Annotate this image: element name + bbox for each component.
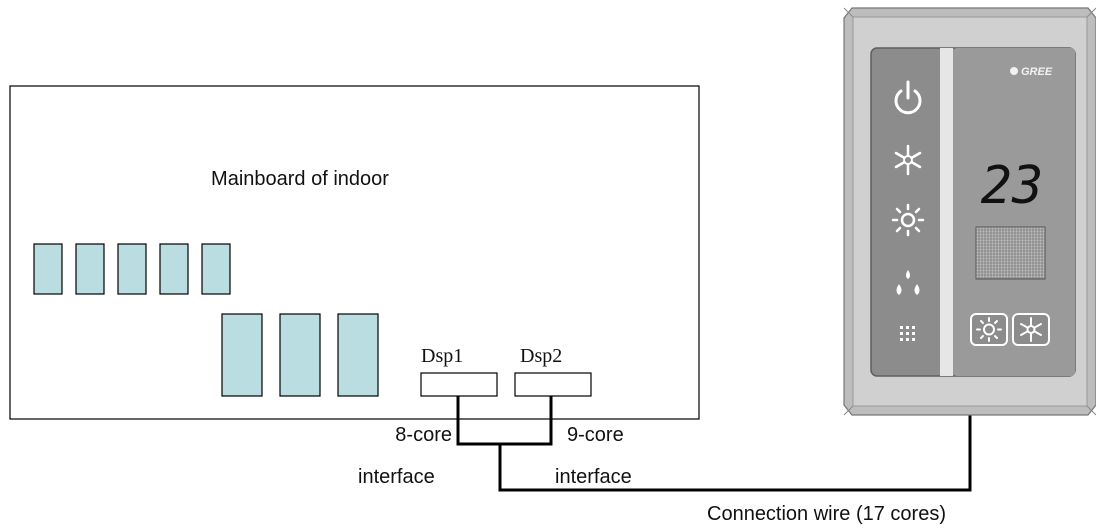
power-icon[interactable] — [894, 80, 922, 115]
component-block — [75, 243, 105, 295]
sun-heat-icon[interactable] — [891, 203, 925, 237]
component-block-tall — [337, 313, 379, 397]
component-block — [159, 243, 189, 295]
component-blocks-row2 — [221, 313, 379, 397]
heat-button[interactable] — [970, 313, 1008, 346]
label-interface-left: interface — [358, 466, 435, 488]
sensor-grid — [975, 226, 1046, 280]
label-9-core: 9-core — [567, 424, 624, 446]
cool-button[interactable] — [1012, 313, 1050, 346]
connection-wire — [498, 415, 972, 492]
component-block-tall — [221, 313, 263, 397]
sensor-grid-lines — [976, 227, 1045, 279]
component-block — [201, 243, 231, 295]
connection-wires — [456, 396, 972, 492]
panel-divider — [940, 48, 953, 376]
connector-label-dsp1: Dsp1 — [421, 345, 463, 367]
label-8-core: 8-core — [395, 424, 452, 446]
connector-dsp2 — [514, 372, 592, 397]
connector-label-dsp2: Dsp2 — [520, 345, 562, 367]
component-block-tall — [279, 313, 321, 397]
snowflake-cool-icon[interactable] — [894, 144, 922, 176]
wire-caption: Connection wire (17 cores) — [707, 503, 946, 525]
keypad-dots-icon[interactable] — [900, 326, 915, 341]
connector-dsp1 — [420, 372, 498, 397]
mainboard: Mainboard of indoor Dsp1 Dsp2 — [9, 85, 700, 420]
mainboard-title: Mainboard of indoor — [211, 168, 389, 190]
water-drops-dry-icon[interactable] — [896, 270, 920, 295]
brand-logo: GREE — [1010, 66, 1053, 78]
wall-controller: GREE — [843, 7, 1096, 416]
component-block — [33, 243, 63, 295]
panel-display-area — [953, 48, 1075, 376]
brand-name: GREE — [1021, 66, 1053, 78]
component-block — [117, 243, 147, 295]
interface-wire-junction — [456, 396, 553, 446]
label-interface-right: interface — [555, 466, 632, 488]
temperature-display: 23 — [981, 156, 1044, 216]
component-blocks-row1 — [33, 243, 231, 295]
